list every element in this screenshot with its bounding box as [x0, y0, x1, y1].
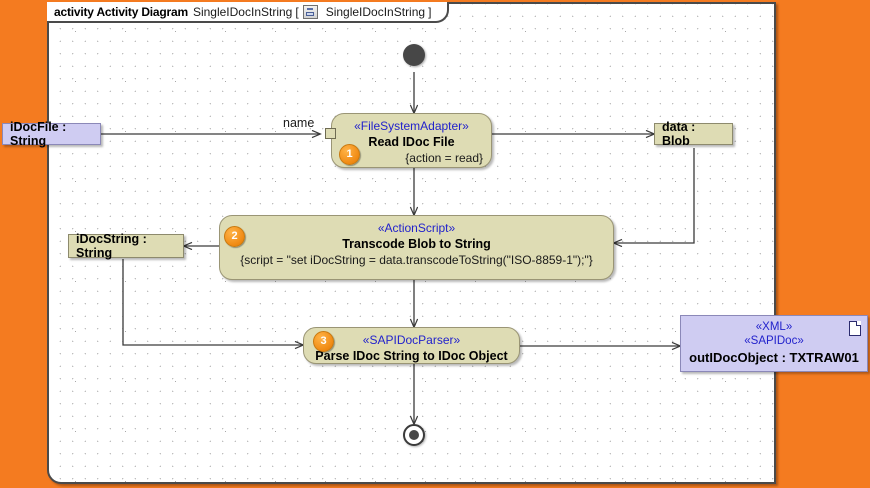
bracket-close: ] [428, 4, 432, 19]
document-icon [849, 321, 861, 336]
object-node-idocstring-label: iDocString : String [76, 232, 147, 260]
object-node-idocfile-label: iDocFile : String [10, 120, 67, 148]
object-node-data-blob[interactable]: data : Blob [654, 120, 733, 148]
bracket-open: [ [295, 4, 299, 19]
output-stereotype-sapidoc: «SAPIDoc» [744, 335, 804, 347]
frame-diagram-name: SingleIDocInString [192, 4, 293, 19]
frame-element-name: SingleIDocInString [325, 4, 426, 19]
action2-badge[interactable]: 2 [224, 226, 245, 247]
frame-header: activity Activity Diagram SingleIDocInSt… [47, 2, 450, 23]
activity-diagram-icon [302, 4, 318, 19]
action-parse-idoc-string[interactable]: «SAPIDocParser» Parse IDoc String to IDo… [303, 327, 520, 364]
action1-constraint: {action = read} [405, 151, 483, 165]
object-node-out-idoc-object[interactable]: «XML» «SAPIDoc» outIDocObject : TXTRAW01 [680, 315, 868, 372]
frame-keyword: activity Activity Diagram [54, 4, 188, 19]
action-read-idoc-file[interactable]: «FileSystemAdapter» Read IDoc File {acti… [331, 113, 492, 168]
input-pin-name[interactable] [325, 128, 336, 139]
action3-stereotype: «SAPIDocParser» [362, 333, 461, 347]
activity-final-node[interactable] [403, 424, 425, 446]
action3-badge[interactable]: 3 [313, 331, 334, 352]
initial-node[interactable] [403, 44, 425, 66]
action-transcode-blob-to-string[interactable]: «ActionScript» Transcode Blob to String … [219, 215, 614, 280]
action3-title: Parse IDoc String to IDoc Object [315, 349, 508, 363]
object-node-idocfile[interactable]: iDocFile : String [2, 120, 101, 148]
action2-stereotype: «ActionScript» [377, 221, 456, 235]
object-node-data-blob-label: data : Blob [662, 120, 696, 148]
action1-badge[interactable]: 1 [339, 144, 360, 165]
output-stereotype-xml: «XML» [755, 321, 793, 333]
output-object-label: outIDocObject : TXTRAW01 [689, 350, 859, 365]
action2-constraint: {script = "set iDocString = data.transco… [240, 253, 593, 267]
pin-label-name: name [283, 116, 315, 130]
object-node-idocstring[interactable]: iDocString : String [68, 232, 184, 260]
action1-stereotype: «FileSystemAdapter» [354, 119, 469, 133]
action2-title: Transcode Blob to String [342, 237, 491, 251]
action1-title: Read IDoc File [368, 135, 455, 149]
